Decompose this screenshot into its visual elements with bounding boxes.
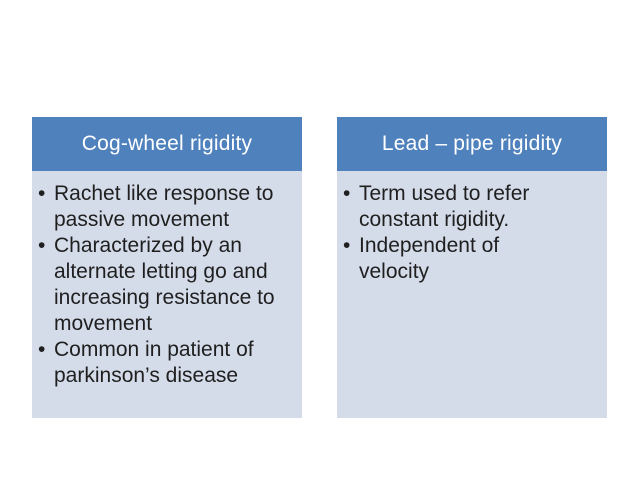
card-cog-wheel-rigidity: Cog-wheel rigidity Rachet like response … <box>32 117 302 418</box>
bullet-item-parkinsons: Common in patient of parkinson’s disease <box>38 337 298 389</box>
bullet-item-rachet-response: Rachet like response to passive movement <box>38 181 298 233</box>
card-title-lead-pipe: Lead – pipe rigidity <box>337 117 607 171</box>
bullet-item-independent-velocity: Independent of velocity <box>343 233 603 285</box>
bullet-item-constant-rigidity: Term used to refer constant rigidity. <box>343 181 603 233</box>
bullet-item-alternate-letting-go: Characterized by an alternate letting go… <box>38 233 298 337</box>
bullet-list-cog-wheel: Rachet like response to passive movement… <box>32 171 302 389</box>
card-body-cog-wheel: Rachet like response to passive movement… <box>32 171 302 418</box>
card-body-lead-pipe: Term used to refer constant rigidity. In… <box>337 171 607 418</box>
card-lead-pipe-rigidity: Lead – pipe rigidity Term used to refer … <box>337 117 607 418</box>
bullet-list-lead-pipe: Term used to refer constant rigidity. In… <box>337 171 607 285</box>
card-title-cog-wheel: Cog-wheel rigidity <box>32 117 302 171</box>
